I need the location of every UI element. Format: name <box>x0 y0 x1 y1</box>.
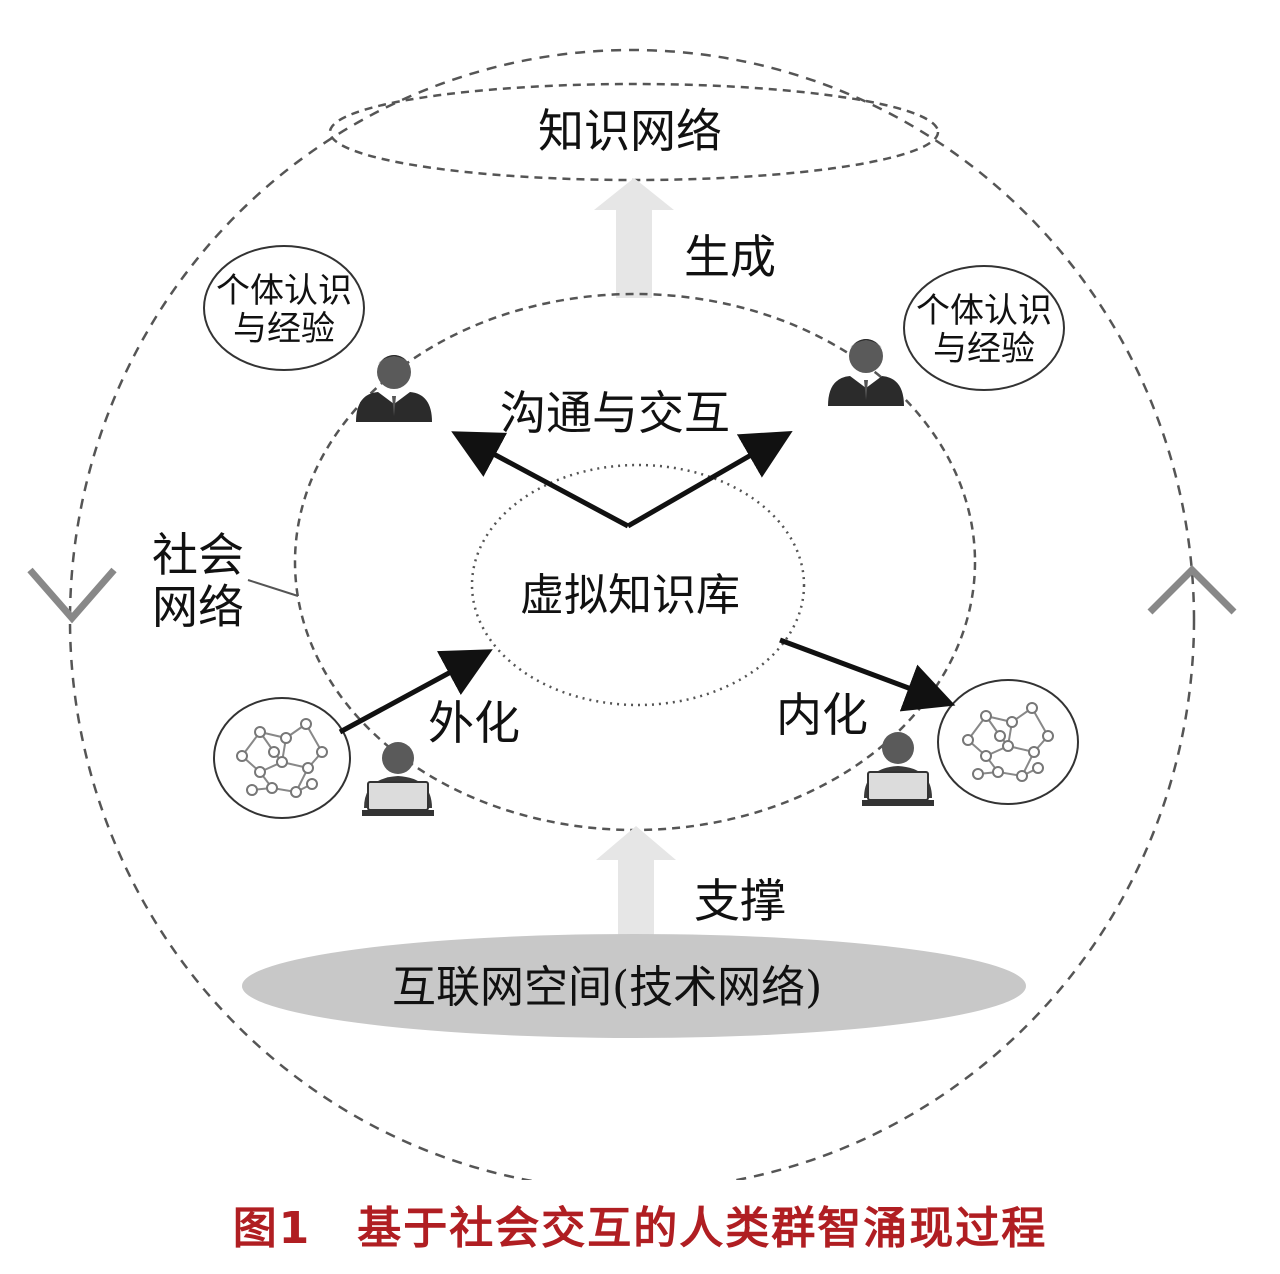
left-cycle-chevron-icon <box>27 567 117 624</box>
social-network-label: 社会 网络 <box>152 528 244 634</box>
cognition-bubble-left <box>203 245 365 371</box>
social-network-line2: 网络 <box>152 579 244 634</box>
cognition-left-line1: 个体认识 <box>216 271 352 311</box>
internalize-label: 内化 <box>776 688 868 742</box>
cognition-left-label: 个体认识 与经验 <box>204 272 364 348</box>
communication-arrow-left <box>451 431 630 529</box>
cognition-bubble-right <box>903 265 1065 391</box>
right-cycle-chevron-icon <box>1147 565 1237 615</box>
person-laptop-icon <box>361 741 435 817</box>
internet-space-label: 互联网空间(技术网络) <box>392 962 823 1013</box>
internalize-arrow <box>779 637 956 712</box>
person-suit-icon <box>356 355 432 422</box>
support-label: 支撑 <box>694 874 786 928</box>
outer-cycle-circle <box>68 48 1196 1180</box>
virtual-kb-circle <box>470 463 806 707</box>
person-laptop-icon <box>861 731 935 807</box>
generate-label: 生成 <box>684 230 776 284</box>
social-network-line1: 社会 <box>152 528 244 582</box>
cognition-right-line1: 个体认识 <box>916 291 1052 331</box>
social-network-pointer <box>247 579 299 597</box>
virtual-kb-label: 虚拟知识库 <box>520 570 740 621</box>
figure-caption: 图1 基于社会交互的人类群智涌现过程 <box>232 1203 1048 1254</box>
person-suit-icon <box>828 339 904 406</box>
diagram-canvas <box>27 48 1237 1180</box>
communication-label: 沟通与交互 <box>500 386 730 440</box>
cognition-right-line2: 与经验 <box>933 329 1035 370</box>
externalize-label: 外化 <box>428 696 520 750</box>
communication-arrow-right <box>626 431 793 529</box>
support-arrow <box>596 826 676 942</box>
generate-arrow <box>594 178 674 298</box>
externalize-arrow <box>338 649 493 735</box>
knowledge-network-label: 知识网络 <box>538 104 722 158</box>
cognition-left-line2: 与经验 <box>233 309 335 350</box>
internet-space-ellipse <box>242 934 1026 1038</box>
cognition-right-label: 个体认识 与经验 <box>904 292 1064 368</box>
